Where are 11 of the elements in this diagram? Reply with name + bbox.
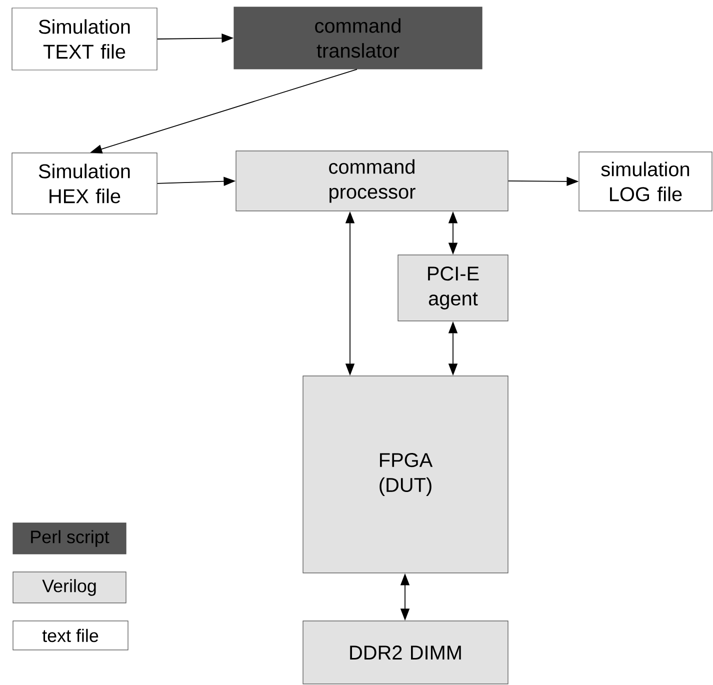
- process-box: DDR2 DIMM: [302, 620, 508, 684]
- process-box: FPGA (DUT): [302, 376, 508, 574]
- process-box: command translator: [234, 6, 482, 70]
- process-box: command processor: [236, 150, 508, 212]
- process-box: simulation LOG file: [578, 152, 712, 212]
- process-box: PCI-E agent: [398, 254, 508, 322]
- process-box: Simulation TEXT file: [12, 8, 158, 70]
- legend-entry: Verilog: [12, 572, 126, 604]
- process-box: Simulation HEX file: [12, 152, 158, 214]
- legend-entry: Perl script: [12, 522, 126, 554]
- legend-entry: text file: [12, 620, 128, 650]
